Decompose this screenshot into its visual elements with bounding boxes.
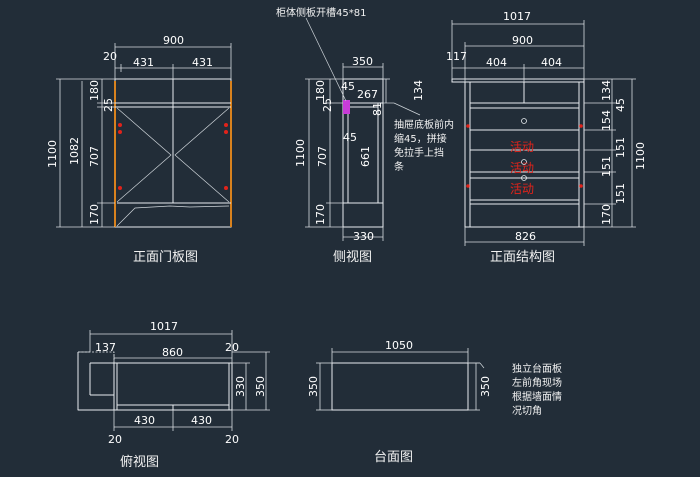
top-view-title: 俯视图	[120, 454, 159, 470]
dim-label: 707	[88, 146, 101, 167]
dim-label: 1100	[634, 142, 647, 170]
dim-label: 81	[371, 102, 384, 116]
left-door-swing	[116, 107, 172, 203]
movable-label: 活动	[510, 182, 534, 196]
dim-label: 330	[353, 230, 374, 243]
side-slot-marker	[343, 100, 350, 114]
countertop-outline	[331, 362, 469, 411]
dim-label: 404	[541, 56, 562, 69]
dim-label: 151	[614, 137, 627, 158]
movable-label: 活动	[510, 161, 534, 175]
drawer-note-line: 抽屉底板前内	[394, 118, 454, 131]
dim-label: 170	[88, 204, 101, 225]
front-door-view: 900 20 431 431 1100 1082 180 25 707 170 …	[46, 34, 232, 265]
dim-label: 45	[343, 131, 357, 144]
dim-label: 20	[225, 341, 239, 354]
dim-label: 661	[359, 146, 372, 167]
movable-label: 活动	[510, 140, 534, 154]
base-sketch	[116, 205, 230, 227]
countertop-note-line: 左前角现场	[512, 376, 562, 389]
dim-label: 25	[102, 98, 115, 112]
dim-label: 134	[412, 80, 425, 101]
dim-label: 330	[234, 376, 247, 397]
dim-label: 707	[316, 146, 329, 167]
dim-label: 900	[163, 34, 184, 47]
dim-label: 154	[600, 110, 613, 131]
dim-label: 170	[600, 204, 613, 225]
dim-label: 1100	[294, 139, 307, 167]
top-view: 1017 137 860 20 330 350 430 430 20 20 俯视…	[77, 320, 270, 470]
dim-label: 45	[341, 80, 355, 93]
hinge-marker	[118, 123, 122, 127]
dim-label: 20	[103, 50, 117, 63]
dim-label: 430	[134, 414, 155, 427]
dim-label: 1017	[150, 320, 178, 333]
dim-label: 431	[192, 56, 213, 69]
countertop-title: 台面图	[374, 450, 413, 465]
dim-label: 1100	[46, 140, 59, 168]
countertop-view: 1050 350 350 独立台面板 左前角现场 根据墙面情 况切角 台面图	[307, 339, 562, 465]
countertop-note-line: 独立台面板	[512, 362, 562, 375]
hinge-marker	[118, 130, 122, 134]
wall-hatch	[77, 351, 115, 411]
dim-label: 134	[600, 80, 613, 101]
side-outline	[342, 78, 384, 228]
dim-label: 1050	[385, 339, 413, 352]
structure-outline	[464, 81, 585, 228]
dim-label: 826	[515, 230, 536, 243]
countertop-note-line: 根据墙面情	[512, 390, 562, 403]
side-slot-note: 柜体侧板开槽45*81	[276, 6, 366, 19]
drawer-note-line: 条	[394, 160, 404, 173]
dim-label: 1017	[503, 10, 531, 23]
dim-label: 404	[486, 56, 507, 69]
dim-label: 170	[314, 204, 327, 225]
hinge-marker	[224, 130, 228, 134]
front-structure-title: 正面结构图	[490, 250, 555, 265]
dim-label: 180	[88, 80, 101, 101]
dim-label: 25	[321, 98, 334, 112]
right-door-swing	[174, 107, 230, 203]
side-view: 350 45 267 134 81 180 25 45 1100 707 661…	[276, 6, 454, 265]
hinge-marker	[224, 186, 228, 190]
hinge-marker	[224, 123, 228, 127]
dim-label: 20	[108, 433, 122, 446]
countertop-note-line: 况切角	[512, 405, 542, 417]
dim-label: 1082	[68, 137, 81, 165]
side-view-title: 侧视图	[333, 250, 372, 265]
dim-label: 350	[254, 376, 267, 397]
dim-label: 180	[314, 80, 327, 101]
dim-label: 137	[95, 341, 116, 354]
slot-leader	[305, 17, 347, 102]
dim-label: 430	[191, 414, 212, 427]
front-structure-view: 活动 活动 活动 1017 900 117 404 404 134 45 154…	[446, 10, 647, 265]
dim-label: 860	[162, 346, 183, 359]
dim-label: 117	[446, 50, 467, 63]
dim-label: 267	[357, 88, 378, 101]
dim-label: 900	[512, 34, 533, 47]
dim-label: 151	[614, 183, 627, 204]
dim-label: 20	[225, 433, 239, 446]
dim-label: 151	[600, 156, 613, 177]
top-outline	[113, 362, 233, 411]
hinge-marker	[118, 186, 122, 190]
dim-label: 350	[352, 55, 373, 68]
front-door-title: 正面门板图	[133, 250, 198, 265]
dim-label: 45	[614, 98, 627, 112]
dim-label: 350	[307, 376, 320, 397]
dim-label: 431	[133, 56, 154, 69]
dim-label: 350	[479, 376, 492, 397]
drawer-note-line: 缩45，拼接	[394, 132, 447, 145]
drawer-note-line: 免拉手上挡	[394, 146, 444, 159]
